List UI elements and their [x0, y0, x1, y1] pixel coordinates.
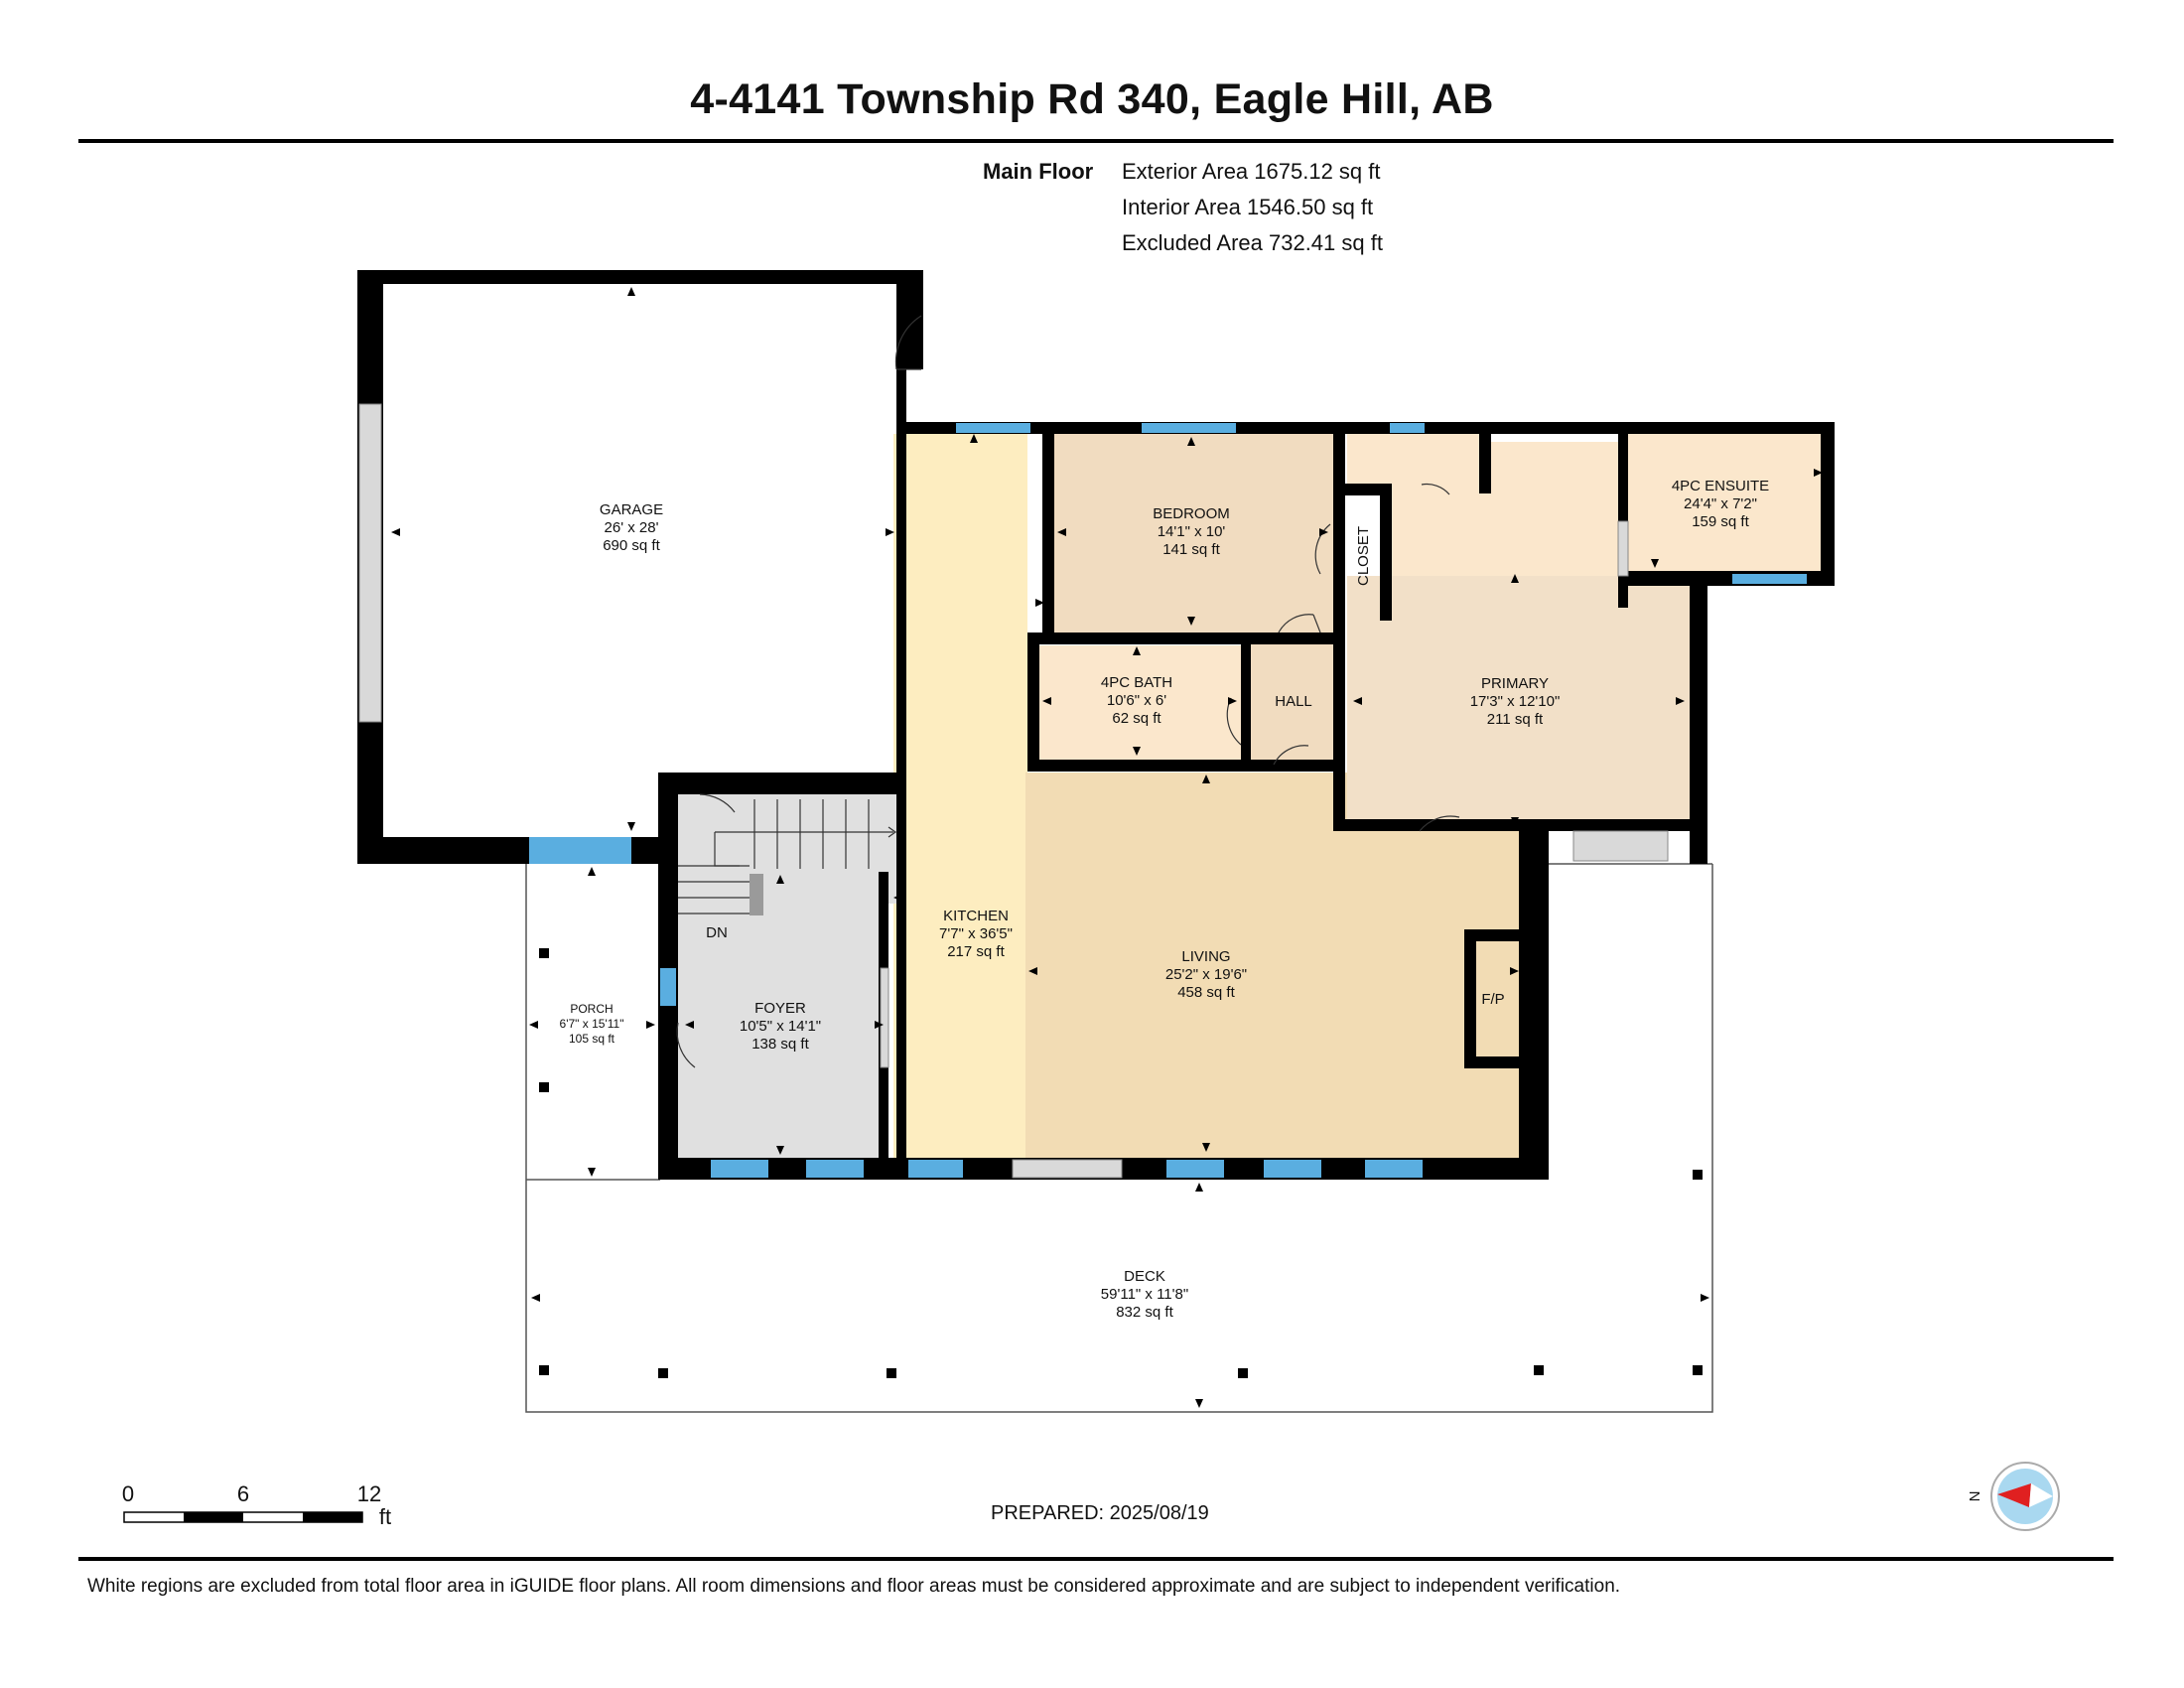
upper-primary-fill [1390, 442, 1623, 576]
bottom-divider [78, 1557, 2114, 1561]
ensuite-fill [1628, 434, 1827, 573]
deck-posts [539, 948, 1703, 1378]
compass-icon: N [1967, 1462, 2060, 1531]
hall-name: HALL [1275, 693, 1312, 710]
foyer-name: FOYER [754, 1000, 806, 1017]
deck-name: DECK [1124, 1268, 1165, 1285]
kitchen-dims: 7'7" x 36'5" [939, 925, 1013, 942]
bedroom-area: 141 sq ft [1162, 541, 1220, 558]
dimension-arrows [391, 287, 1823, 1408]
scale-tick-0: 0 [122, 1481, 134, 1506]
bedroom-fill [1052, 434, 1337, 633]
primary-name: PRIMARY [1481, 675, 1549, 692]
top-divider [78, 139, 2114, 143]
bath-dims: 10'6" x 6' [1107, 692, 1166, 709]
living-area: 458 sq ft [1177, 984, 1235, 1001]
garage-dims: 26' x 28' [605, 519, 659, 536]
deck-outline [525, 861, 1713, 1413]
closet-name: CLOSET [1355, 526, 1372, 586]
primary-fill [1347, 576, 1690, 826]
living-dims: 25'2" x 19'6" [1165, 966, 1247, 983]
windows [529, 423, 1807, 1178]
compass-north-label: N [1967, 1491, 1983, 1502]
bath-fill [1032, 645, 1244, 760]
stair-fill [675, 784, 903, 904]
bedroom-dims: 14'1" x 10' [1158, 523, 1226, 540]
living-name: LIVING [1181, 948, 1230, 965]
living-fill [1025, 773, 1522, 1162]
porch-name: PORCH [570, 1002, 613, 1016]
room-fills [675, 434, 1827, 1162]
excluded-area: Excluded Area 732.41 sq ft [1122, 230, 1383, 255]
garage-area: 690 sq ft [603, 537, 660, 554]
area-summary: Exterior Area 1675.12 sq ft Interior Are… [1122, 154, 1383, 261]
porch-dims: 6'7" x 15'11" [560, 1017, 624, 1031]
room-labels: GARAGE 26' x 28' 690 sq ft BEDROOM 14'1"… [560, 478, 1770, 1321]
bath-name: 4PC BATH [1101, 674, 1172, 691]
deck-dims: 59'11" x 11'8" [1101, 1286, 1188, 1303]
openings [358, 403, 1669, 1179]
bedroom-name: BEDROOM [1153, 505, 1230, 522]
foyer-area: 138 sq ft [751, 1036, 809, 1053]
deck-area: 832 sq ft [1116, 1304, 1173, 1321]
primary-area: 211 sq ft [1487, 711, 1544, 728]
interior-area: Interior Area 1546.50 sq ft [1122, 195, 1374, 219]
floor-name: Main Floor [983, 159, 1094, 184]
ensuite-name: 4PC ENSUITE [1672, 478, 1769, 494]
exterior-area: Exterior Area 1675.12 sq ft [1122, 159, 1381, 184]
prepared-date: PREPARED: 2025/08/19 [991, 1502, 1209, 1524]
kitchen-fill [893, 434, 1027, 1162]
ensuite-dims: 24'4" x 7'2" [1684, 495, 1757, 512]
stairs-label: DN [706, 924, 728, 941]
scale-tick-12: 12 [357, 1481, 381, 1506]
disclaimer: White regions are excluded from total fl… [87, 1576, 1621, 1597]
kitchen-area: 217 sq ft [947, 943, 1005, 960]
scale-tick-6: 6 [237, 1481, 249, 1506]
scale-bar: 0 6 12 ft [122, 1481, 391, 1529]
fireplace-name: F/P [1481, 991, 1504, 1008]
ensuite-area: 159 sq ft [1692, 513, 1749, 530]
primary-dims: 17'3" x 12'10" [1470, 693, 1561, 710]
staircase [678, 799, 897, 915]
scale-unit: ft [379, 1504, 391, 1529]
page-title: 4-4141 Township Rd 340, Eagle Hill, AB [690, 75, 1494, 123]
porch-area: 105 sq ft [569, 1032, 615, 1046]
foyer-dims: 10'5" x 14'1" [740, 1018, 821, 1035]
kitchen-name: KITCHEN [943, 908, 1009, 924]
garage-name: GARAGE [600, 501, 663, 518]
hall-fill [1249, 640, 1338, 767]
doors [676, 315, 1460, 1068]
bath-area: 62 sq ft [1112, 710, 1161, 727]
